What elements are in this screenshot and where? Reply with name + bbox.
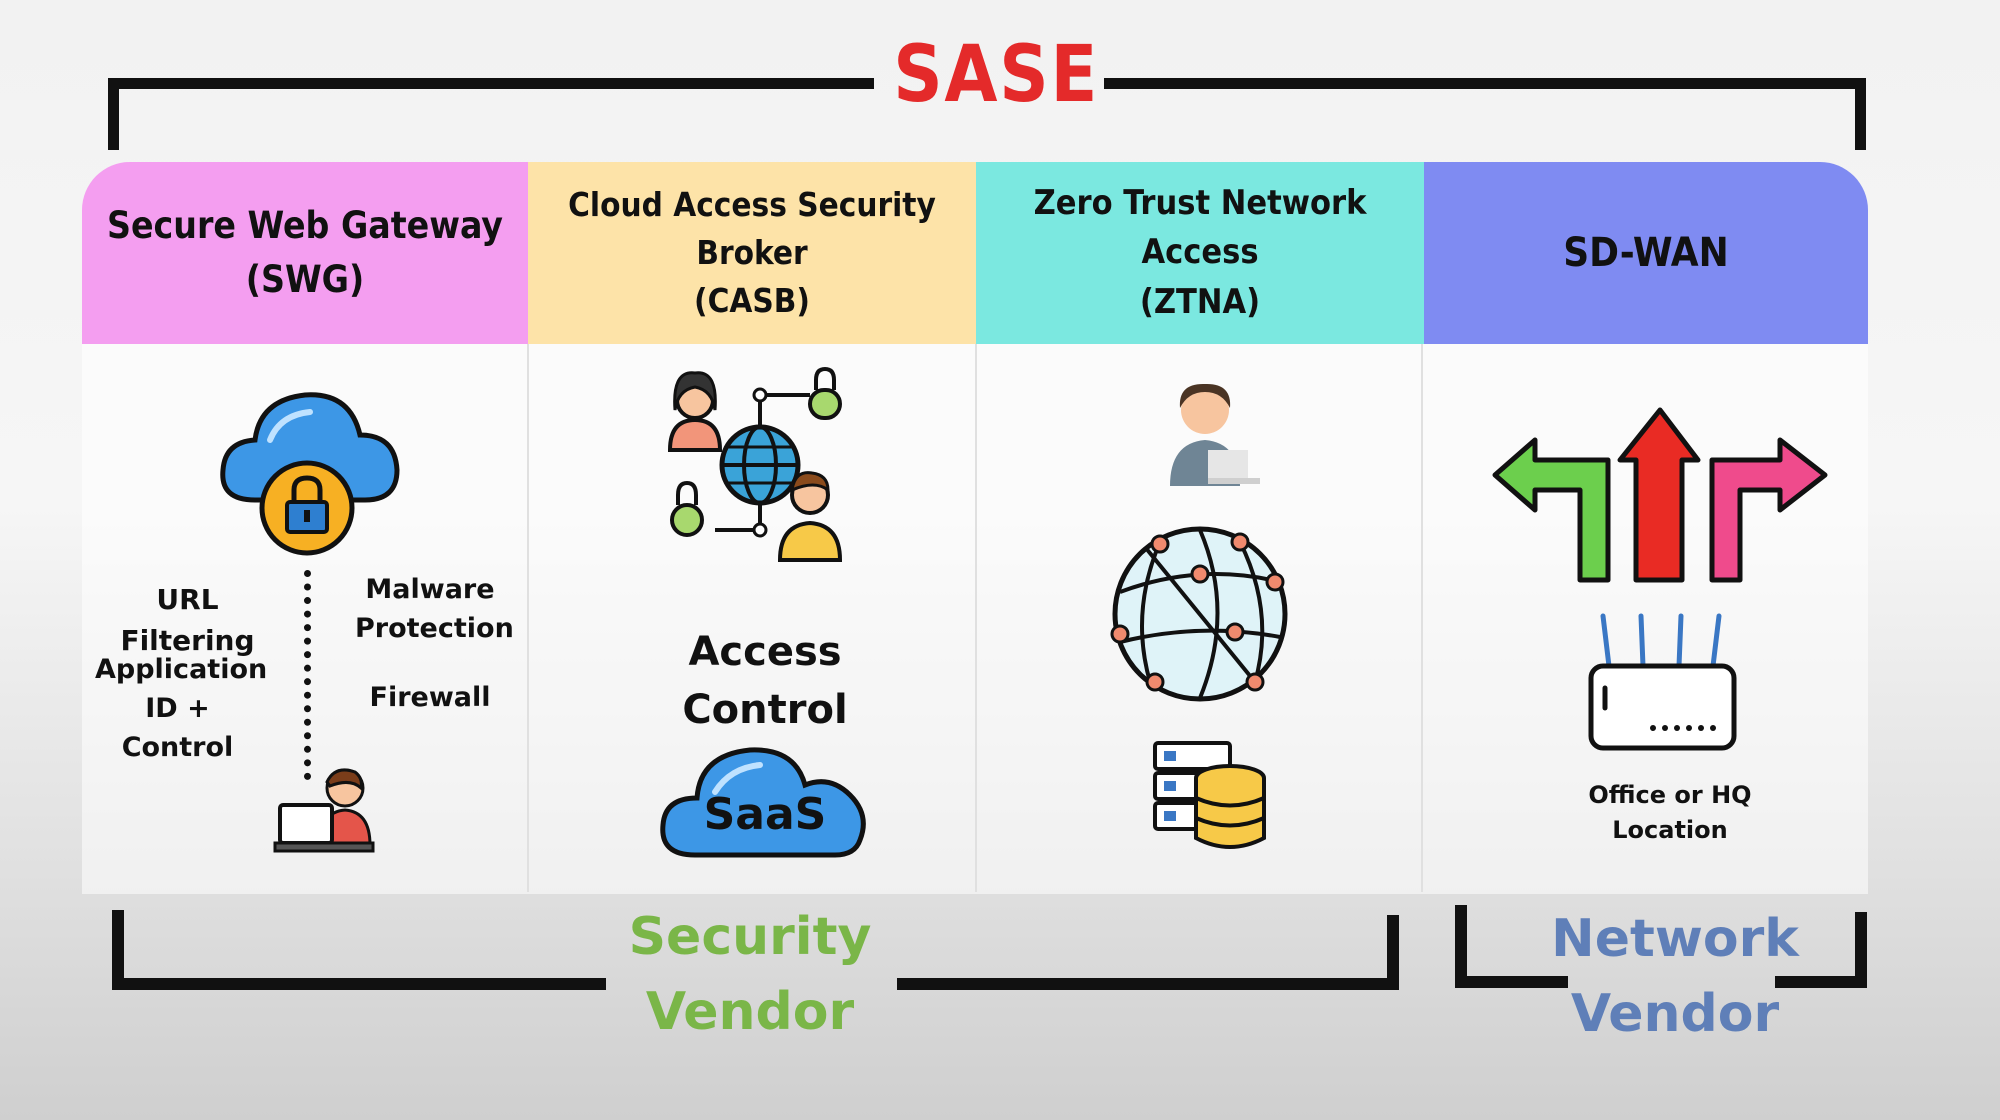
network-vendor-line1: Network xyxy=(1551,909,1799,969)
user-laptop-icon xyxy=(273,768,375,853)
header-swg-title: Secure Web Gateway xyxy=(106,204,503,248)
router-icon xyxy=(1588,613,1737,751)
header-casb: Cloud Access Security Broker (CASB) xyxy=(528,162,976,344)
header-row: Secure Web Gateway (SWG) Cloud Access Se… xyxy=(82,162,1868,344)
column-divider xyxy=(1421,344,1423,892)
header-swg: Secure Web Gateway (SWG) xyxy=(82,162,528,344)
app-line1: Application xyxy=(95,654,268,685)
malware-line1: Malware xyxy=(365,574,495,605)
header-casb-abbr: (CASB) xyxy=(694,280,810,320)
malware-protection-label: Malware Protection xyxy=(355,570,514,648)
header-ztna-title: Zero Trust Network Access xyxy=(1033,183,1367,273)
network-vendor-line2: Vendor xyxy=(1570,984,1780,1045)
saas-label: SaaS xyxy=(703,789,827,840)
network-users-locks-icon xyxy=(667,366,843,562)
column-divider xyxy=(975,344,977,892)
office-location-label: Office or HQ Location xyxy=(1570,778,1770,848)
globe-network-icon xyxy=(1110,526,1288,702)
header-casb-title: Cloud Access Security Broker xyxy=(568,185,936,273)
security-vendor-line1: Security xyxy=(628,907,872,967)
page-title: SASE xyxy=(893,30,1100,120)
app-line2: ID + Control xyxy=(121,693,234,764)
header-ztna: Zero Trust Network Access (ZTNA) xyxy=(976,162,1424,344)
application-control-label: Application ID + Control xyxy=(95,650,268,767)
saas-cloud-icon xyxy=(660,747,866,858)
access-control-label: Access Control xyxy=(682,629,848,733)
security-vendor-label: Security Vendor xyxy=(600,900,900,1051)
connector-dotted-line xyxy=(304,570,311,780)
url-filtering-label: URL Filtering xyxy=(120,583,255,657)
malware-line2: Protection xyxy=(355,613,514,645)
user-icon xyxy=(1170,383,1260,486)
column-divider xyxy=(527,344,529,892)
header-sdwan: SD-WAN xyxy=(1424,162,1868,344)
network-vendor-label: Network Vendor xyxy=(1545,902,1805,1053)
cloud-lock-icon xyxy=(220,392,400,556)
header-sdwan-title: SD-WAN xyxy=(1563,230,1729,276)
location-line2: Location xyxy=(1612,815,1728,844)
firewall-label: Firewall xyxy=(369,682,491,713)
header-swg-abbr: (SWG) xyxy=(245,258,365,301)
location-line1: Office or HQ xyxy=(1588,781,1752,809)
security-vendor-line2: Vendor xyxy=(645,982,855,1043)
server-database-icon xyxy=(1153,741,1266,849)
header-ztna-abbr: (ZTNA) xyxy=(1139,281,1261,322)
direction-arrows-icon xyxy=(1492,407,1828,583)
